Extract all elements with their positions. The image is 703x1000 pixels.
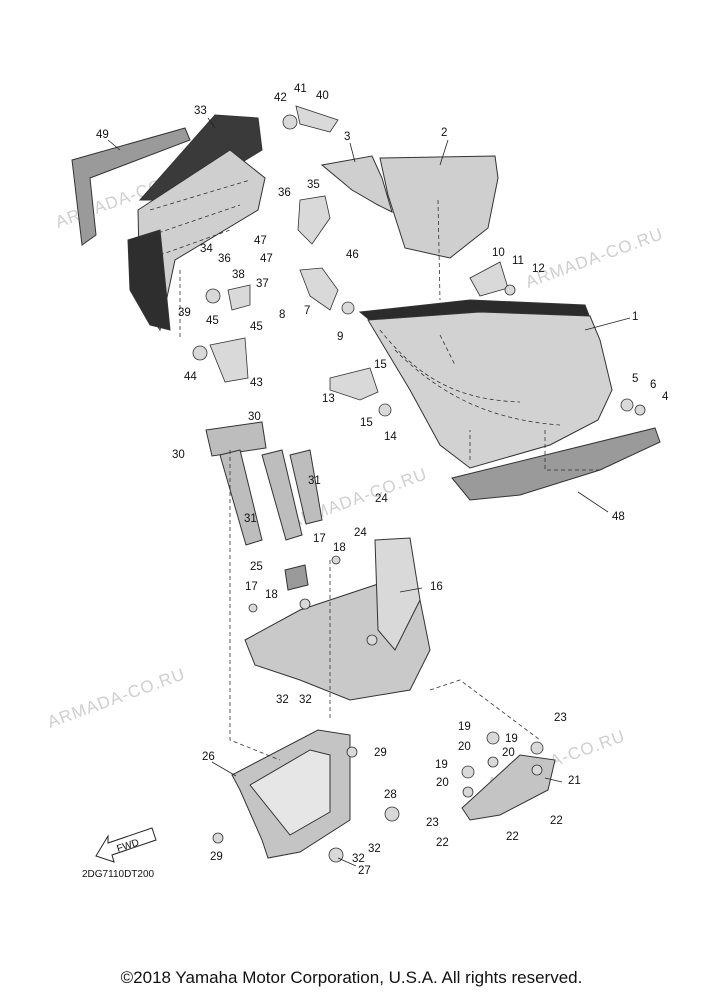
decal-49 [71, 127, 191, 246]
part-label: 21 [568, 775, 581, 787]
part-label: 37 [256, 278, 269, 290]
part-label: 32 [368, 843, 381, 855]
part-label: 13 [322, 393, 335, 405]
part-label: 30 [248, 411, 261, 423]
leader-lines [107, 117, 631, 867]
part-label: 20 [458, 741, 471, 753]
side-cover-1 [358, 299, 613, 469]
part-label: 16 [430, 581, 443, 593]
part-label: 2 [441, 127, 447, 139]
part-label: 26 [202, 751, 215, 763]
part-label: 23 [426, 817, 439, 829]
panel-3 [320, 155, 393, 213]
watermark: ARMADA-CO.RU [523, 224, 666, 292]
part-label: 40 [316, 90, 329, 102]
part-labels: 1 2 3 4 5 6 7 8 9 10 11 12 13 14 15 15 1… [96, 83, 669, 877]
part-label: 32 [276, 694, 289, 706]
bracket-26 [231, 729, 351, 859]
part-label: 49 [96, 129, 109, 141]
part-label: 20 [436, 777, 449, 789]
part-label: 38 [232, 269, 245, 281]
part-label: 22 [436, 837, 449, 849]
part-label: 25 [250, 561, 263, 573]
panel-2 [379, 155, 499, 259]
part-label: 45 [206, 315, 219, 327]
part-label: 47 [254, 235, 267, 247]
part-label: 9 [337, 331, 343, 343]
part-label: 14 [384, 431, 397, 443]
part-label: 4 [662, 391, 669, 403]
part-label: 36 [218, 253, 231, 265]
part-label: 36 [278, 187, 291, 199]
part-label: 28 [384, 789, 397, 801]
part-label: 12 [532, 263, 545, 275]
part-label: 17 [313, 533, 326, 545]
part-label: 15 [374, 359, 387, 371]
fwd-arrow-icon [95, 827, 157, 863]
part-label: 19 [505, 733, 518, 745]
part-label: 7 [304, 305, 310, 317]
part-label: 31 [308, 475, 321, 487]
part-label: 42 [274, 92, 287, 104]
part-label: 17 [245, 581, 258, 593]
part-label: 35 [307, 179, 320, 191]
part-label: 45 [250, 321, 263, 333]
part-label: 32 [299, 694, 312, 706]
fwd-arrow: FWD [95, 827, 157, 863]
watermark: ARMADA-CO.RU [45, 664, 188, 732]
part-label: 41 [294, 83, 307, 95]
part-label: 3 [344, 131, 350, 143]
upper-hardware [192, 105, 646, 417]
bracket-21 [461, 754, 556, 821]
straps-30-31 [205, 421, 323, 546]
part-label: 8 [279, 309, 285, 321]
part-label: 44 [184, 371, 197, 383]
part-label: 46 [346, 249, 359, 261]
frame-16 [244, 537, 431, 701]
part-label: 22 [550, 815, 563, 827]
part-label: 27 [358, 865, 371, 877]
part-label: 1 [632, 311, 638, 323]
part-label: 43 [250, 377, 263, 389]
part-label: 33 [194, 105, 207, 117]
part-label: 29 [374, 747, 387, 759]
part-label: 23 [554, 712, 567, 724]
part-label: 22 [506, 831, 519, 843]
part-label: 6 [650, 379, 656, 391]
left-cowling-33 [127, 114, 266, 332]
part-label: 31 [244, 513, 257, 525]
drawing-code: 2DG7110DT200 [82, 869, 155, 880]
part-label: 24 [354, 527, 367, 539]
part-label: 30 [172, 449, 185, 461]
part-label: 10 [492, 247, 505, 259]
part-label: 34 [200, 243, 213, 255]
part-label: 18 [265, 589, 278, 601]
copyright-notice: ©2018 Yamaha Motor Corporation, U.S.A. A… [120, 968, 583, 987]
part-label: 5 [632, 373, 638, 385]
lower-hardware [212, 555, 544, 863]
part-label: 32 [352, 853, 365, 865]
part-label: 39 [178, 307, 191, 319]
part-label: 24 [375, 493, 388, 505]
part-label: 19 [458, 721, 471, 733]
part-label: 48 [612, 511, 625, 523]
part-label: 11 [512, 255, 524, 267]
part-label: 15 [360, 417, 373, 429]
part-label: 20 [502, 747, 515, 759]
part-label: 19 [435, 759, 448, 771]
part-label: 29 [210, 851, 223, 863]
part-label: 47 [260, 253, 273, 265]
part-label: 18 [333, 542, 346, 554]
